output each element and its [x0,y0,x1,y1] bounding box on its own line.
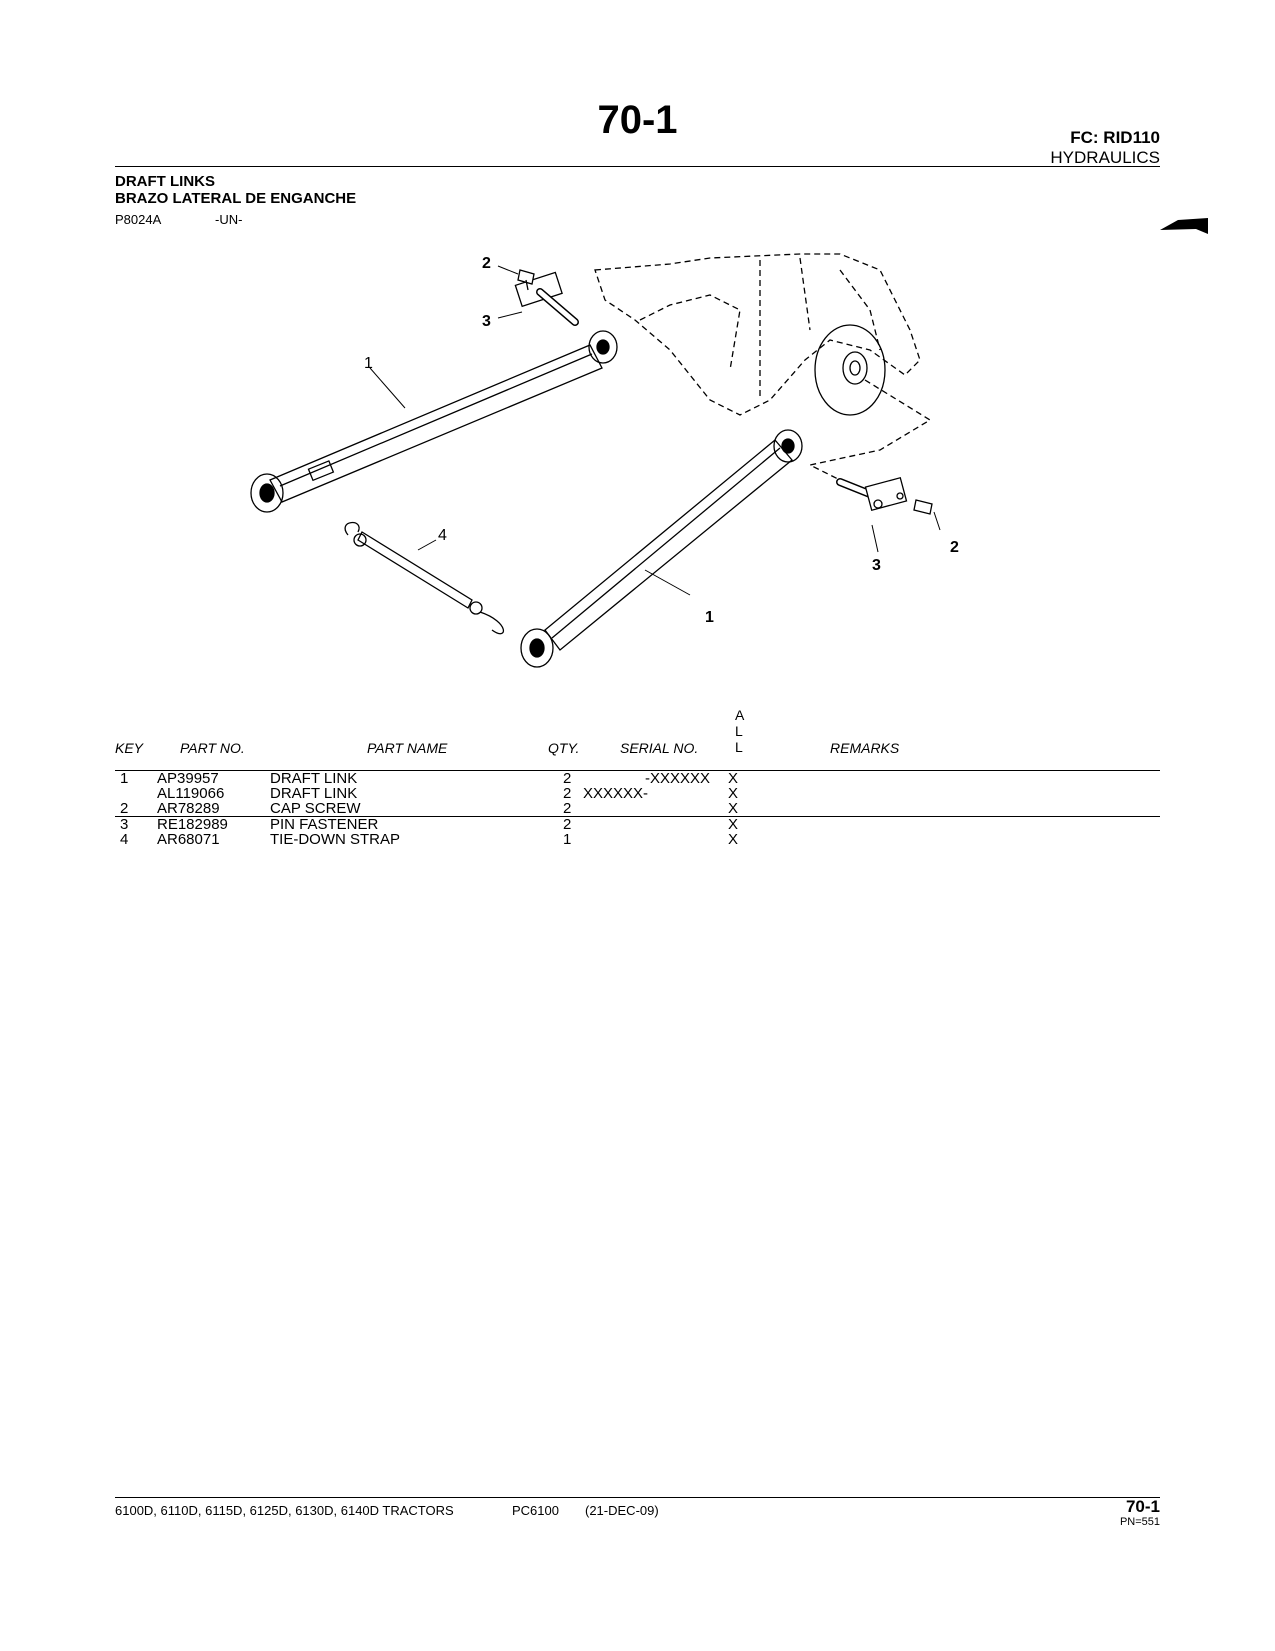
row-part-no: RE182989 [157,816,228,833]
row-part-no: AR68071 [157,831,220,848]
footer-catalog: PC6100 [512,1503,559,1518]
upper-cap-screw [517,269,535,291]
section-name: HYDRAULICS [1050,148,1160,167]
row-part-no: AL119066 [157,785,225,802]
footer-date: (21-DEC-09) [585,1503,659,1518]
row-serial: XXXXXX- [583,785,649,802]
col-header-serial-no: SERIAL NO. [620,740,699,756]
row-key: 4 [120,831,129,848]
footer-page-number: 70-1 [1125,1497,1160,1516]
table-row-divider [115,816,1160,817]
page-number: 70-1 [597,98,678,142]
upper-draft-link [250,330,618,513]
housing-outline [594,253,921,416]
page-title: DRAFT LINKS [115,173,215,190]
callout-label: 3 [482,313,491,330]
row-all: X [728,770,739,787]
row-key: 1 [120,770,129,787]
col-header-all-a: A [735,707,745,723]
row-qty: 2 [563,770,572,787]
row-qty: 1 [563,831,572,848]
page-title-spanish: BRAZO LATERAL DE ENGANCHE [115,190,357,207]
row-qty: 2 [563,785,572,802]
callout-labels: 2 3 1 4 1 3 2 [364,255,959,626]
col-header-key: KEY [115,740,144,756]
lower-draft-link [520,429,803,668]
callout-label: 2 [482,255,491,272]
callout-label: 1 [364,355,373,372]
lower-cap-screw [913,499,933,515]
coupler-plate [814,324,886,416]
row-key: 3 [120,816,129,833]
callout-label: 2 [950,539,959,556]
callout-label: 1 [705,609,714,626]
col-header-all: A L L [735,707,744,755]
illustration-id: P8024A [115,212,162,227]
col-header-qty: QTY. [548,740,580,756]
illustration-code: -UN- [215,212,243,227]
footer-divider [115,1497,1160,1498]
row-part-name: TIE-DOWN STRAP [270,831,400,848]
row-all: X [728,800,739,817]
upper-pin-fastener [514,271,579,326]
leader-lines [369,265,941,596]
row-qty: 2 [563,800,572,817]
table-header-divider [115,770,1160,771]
row-all: X [728,785,739,802]
row-part-no: AP39957 [157,770,219,787]
row-qty: 2 [563,816,572,833]
row-serial: -XXXXXX [645,770,711,787]
callout-label: 3 [872,557,881,574]
parts-diagram: 2 3 1 4 1 3 2 [250,253,959,668]
lower-pin-fastener [836,476,908,512]
footer-models: 6100D, 6110D, 6115D, 6125D, 6130D, 6140D… [115,1503,454,1518]
col-header-part-name: PART NAME [367,740,448,756]
col-header-part-no: PART NO. [180,740,245,756]
row-part-name: DRAFT LINK [270,770,358,787]
footer-pn: PN=551 [1119,1516,1160,1528]
row-part-name: CAP SCREW [270,800,361,817]
direction-arrow-icon [1160,218,1208,234]
row-part-name: DRAFT LINK [270,785,358,802]
callout-label: 4 [438,527,447,544]
col-header-all-l1: L [735,723,743,739]
function-code: FC: RID110 [1070,128,1160,147]
row-key: 2 [120,800,129,817]
row-all: X [728,816,739,833]
row-all: X [728,831,739,848]
col-header-remarks: REMARKS [830,740,900,756]
tie-down-strap [344,521,505,635]
header-divider [115,166,1160,167]
row-part-no: AR78289 [157,800,220,817]
col-header-all-l2: L [735,739,743,755]
row-part-name: PIN FASTENER [270,816,379,833]
